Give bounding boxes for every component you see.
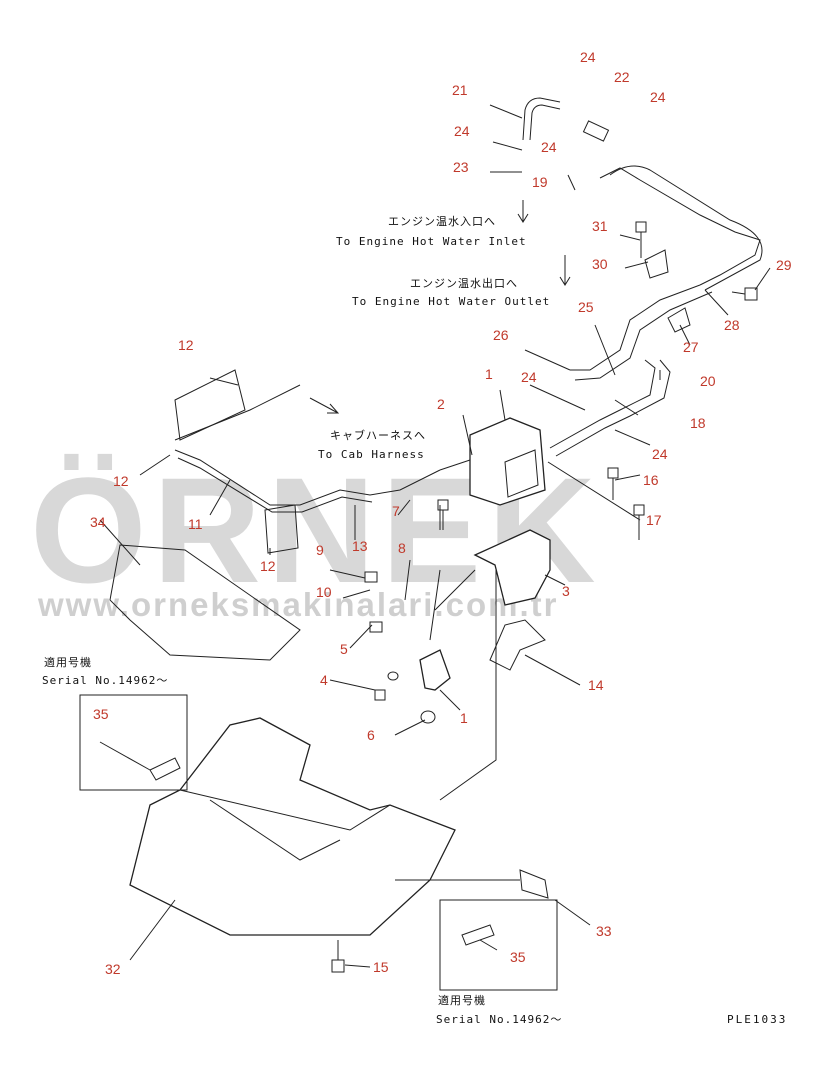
callout-24: 24 xyxy=(652,446,668,462)
watermark-url: www.orneksmakinalari.com.tr xyxy=(38,586,559,623)
cap-6 xyxy=(420,710,436,724)
callout-13: 13 xyxy=(352,538,368,554)
callout-22: 22 xyxy=(614,69,630,85)
plate-33 xyxy=(519,869,549,899)
note-outlet-en: To Engine Hot Water Outlet xyxy=(352,295,551,308)
callout-10: 10 xyxy=(316,584,332,600)
hose-lower-2 xyxy=(555,359,671,457)
hose-lower xyxy=(549,359,656,449)
callout-30: 30 xyxy=(592,256,608,272)
callout-15: 15 xyxy=(373,959,389,975)
washer-4 xyxy=(387,671,399,681)
label-35a xyxy=(149,757,181,781)
seal-14 xyxy=(489,619,546,671)
hose-main xyxy=(570,284,701,371)
leaders xyxy=(99,104,771,968)
note-serial-jp-2: 適用号機 xyxy=(438,994,486,1007)
hose-21 xyxy=(522,97,561,141)
callout-2: 2 xyxy=(437,396,445,412)
callout-24: 24 xyxy=(454,123,470,139)
callout-33: 33 xyxy=(596,923,612,939)
note-inlet-jp: エンジン温水入口へ xyxy=(388,215,496,228)
hose-main-2 xyxy=(574,291,713,381)
harness-top xyxy=(174,384,301,441)
callout-19: 19 xyxy=(532,174,548,190)
note-inlet-en: To Engine Hot Water Inlet xyxy=(336,235,527,248)
arrow-cab xyxy=(309,397,340,414)
harness-11b xyxy=(177,457,373,513)
callout-12: 12 xyxy=(113,473,129,489)
serial-box-1 xyxy=(79,694,188,791)
callout-20: 20 xyxy=(700,373,716,389)
callout-5: 5 xyxy=(340,641,348,657)
callout-24: 24 xyxy=(541,139,557,155)
mat-34 xyxy=(109,544,301,661)
hose-21b xyxy=(529,104,561,141)
callout-12: 12 xyxy=(260,558,276,574)
note-serial-en-2: Serial No.14962～ xyxy=(436,1013,563,1026)
callout-3: 3 xyxy=(562,583,570,599)
callout-4: 4 xyxy=(320,672,328,688)
callout-24: 24 xyxy=(521,369,537,385)
callout-27: 27 xyxy=(683,339,699,355)
callout-6: 6 xyxy=(367,727,375,743)
serial-box-2 xyxy=(439,899,558,991)
frame-inner-2 xyxy=(209,799,341,861)
label-12a xyxy=(174,369,246,441)
hose-top xyxy=(599,167,761,286)
label-12b xyxy=(264,504,299,554)
clamp-27 xyxy=(667,307,691,333)
bracket-1 xyxy=(419,649,451,691)
callout-29: 29 xyxy=(776,257,792,273)
note-cab-jp: キャブハーネスへ xyxy=(330,429,426,442)
callout-1: 1 xyxy=(460,710,468,726)
drawing-code: PLE1033 xyxy=(727,1013,788,1026)
note-serial-jp-1: 適用号機 xyxy=(44,656,92,669)
callout-24: 24 xyxy=(580,49,596,65)
callout-21: 21 xyxy=(452,82,468,98)
callout-35: 35 xyxy=(93,706,109,722)
note-outlet-jp: エンジン温水出口へ xyxy=(410,277,518,290)
callout-14: 14 xyxy=(588,677,604,693)
callout-9: 9 xyxy=(316,542,324,558)
callout-31: 31 xyxy=(592,218,608,234)
pipe-22 xyxy=(582,120,610,142)
duct-3 xyxy=(473,529,551,606)
callout-26: 26 xyxy=(493,327,509,343)
hose-top-2 xyxy=(609,165,763,291)
callout-35: 35 xyxy=(510,949,526,965)
callout-1: 1 xyxy=(485,366,493,382)
callout-11: 11 xyxy=(188,516,203,532)
frame-inner xyxy=(179,789,391,831)
label-35b xyxy=(461,924,495,946)
callout-8: 8 xyxy=(398,540,406,556)
arrow-inlet xyxy=(517,200,529,223)
callout-12: 12 xyxy=(178,337,194,353)
callout-16: 16 xyxy=(643,472,659,488)
frame-32 xyxy=(129,717,456,936)
arrow-outlet xyxy=(559,255,571,286)
callout-28: 28 xyxy=(724,317,740,333)
callout-32: 32 xyxy=(105,961,121,977)
harness-11 xyxy=(174,449,441,506)
heater-face xyxy=(504,449,539,498)
bolts xyxy=(331,221,758,973)
callout-25: 25 xyxy=(578,299,594,315)
callout-34: 34 xyxy=(90,514,106,530)
callout-18: 18 xyxy=(690,415,706,431)
callout-7: 7 xyxy=(392,503,400,519)
callout-23: 23 xyxy=(453,159,469,175)
note-cab-en: To Cab Harness xyxy=(318,448,425,461)
clamp-30 xyxy=(644,249,669,279)
callout-24: 24 xyxy=(650,89,666,105)
note-serial-en-1: Serial No.14962～ xyxy=(42,674,169,687)
callout-17: 17 xyxy=(646,512,662,528)
